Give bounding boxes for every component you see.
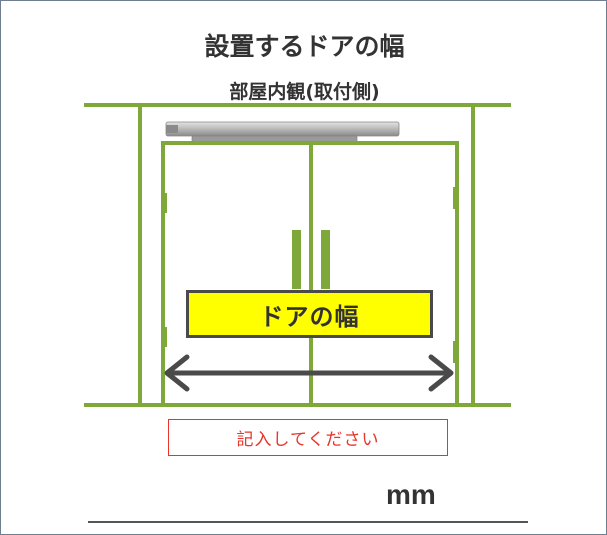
right-handle: [321, 230, 330, 289]
right-hinge-bottom: [453, 341, 459, 363]
door-width-input[interactable]: 記入してください: [168, 419, 448, 456]
width-arrow-right-head: [428, 354, 454, 392]
door-closer-cap: [166, 125, 178, 133]
value-underline: [88, 521, 528, 523]
view-subtitle: 部屋内観(取付側): [229, 81, 380, 103]
width-arrow-left-head: [164, 354, 190, 392]
left-hinge-bottom: [161, 327, 167, 347]
door-width-label: ドアの幅: [186, 290, 433, 338]
unit-label: mm: [386, 479, 436, 510]
page-title: 設置するドアの幅: [204, 32, 405, 61]
left-handle: [292, 230, 301, 289]
left-hinge-top: [161, 193, 167, 213]
right-hinge-top: [453, 187, 459, 209]
door-closer-body: [165, 121, 400, 137]
